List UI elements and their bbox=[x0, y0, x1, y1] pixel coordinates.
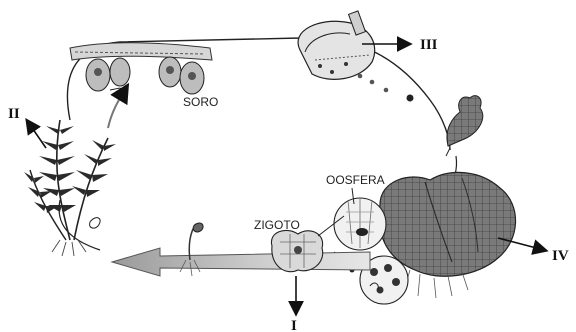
label-iii: III bbox=[420, 37, 438, 53]
fern-to-sorus-arrow bbox=[108, 88, 126, 128]
germinating-prothallus bbox=[446, 96, 483, 156]
label-oosfera: OOSFERA bbox=[326, 173, 385, 187]
arrow-ii bbox=[28, 122, 46, 148]
oosphere-icon bbox=[356, 228, 368, 236]
spore-icon bbox=[407, 95, 414, 102]
zygote bbox=[271, 230, 322, 271]
label-iv: IV bbox=[552, 248, 569, 264]
zygote-to-sporophyte-arrow bbox=[112, 248, 370, 276]
label-i: I bbox=[291, 318, 297, 332]
label-ii: II bbox=[8, 106, 20, 122]
label-soro: SORO bbox=[183, 95, 218, 109]
archegonium-detail bbox=[334, 198, 386, 250]
adult-fern bbox=[24, 120, 116, 256]
sporangium-icon bbox=[110, 58, 130, 86]
sorus-section bbox=[70, 43, 212, 95]
sporangium-release bbox=[298, 11, 388, 92]
label-zigoto: ZIGOTO bbox=[254, 218, 300, 232]
